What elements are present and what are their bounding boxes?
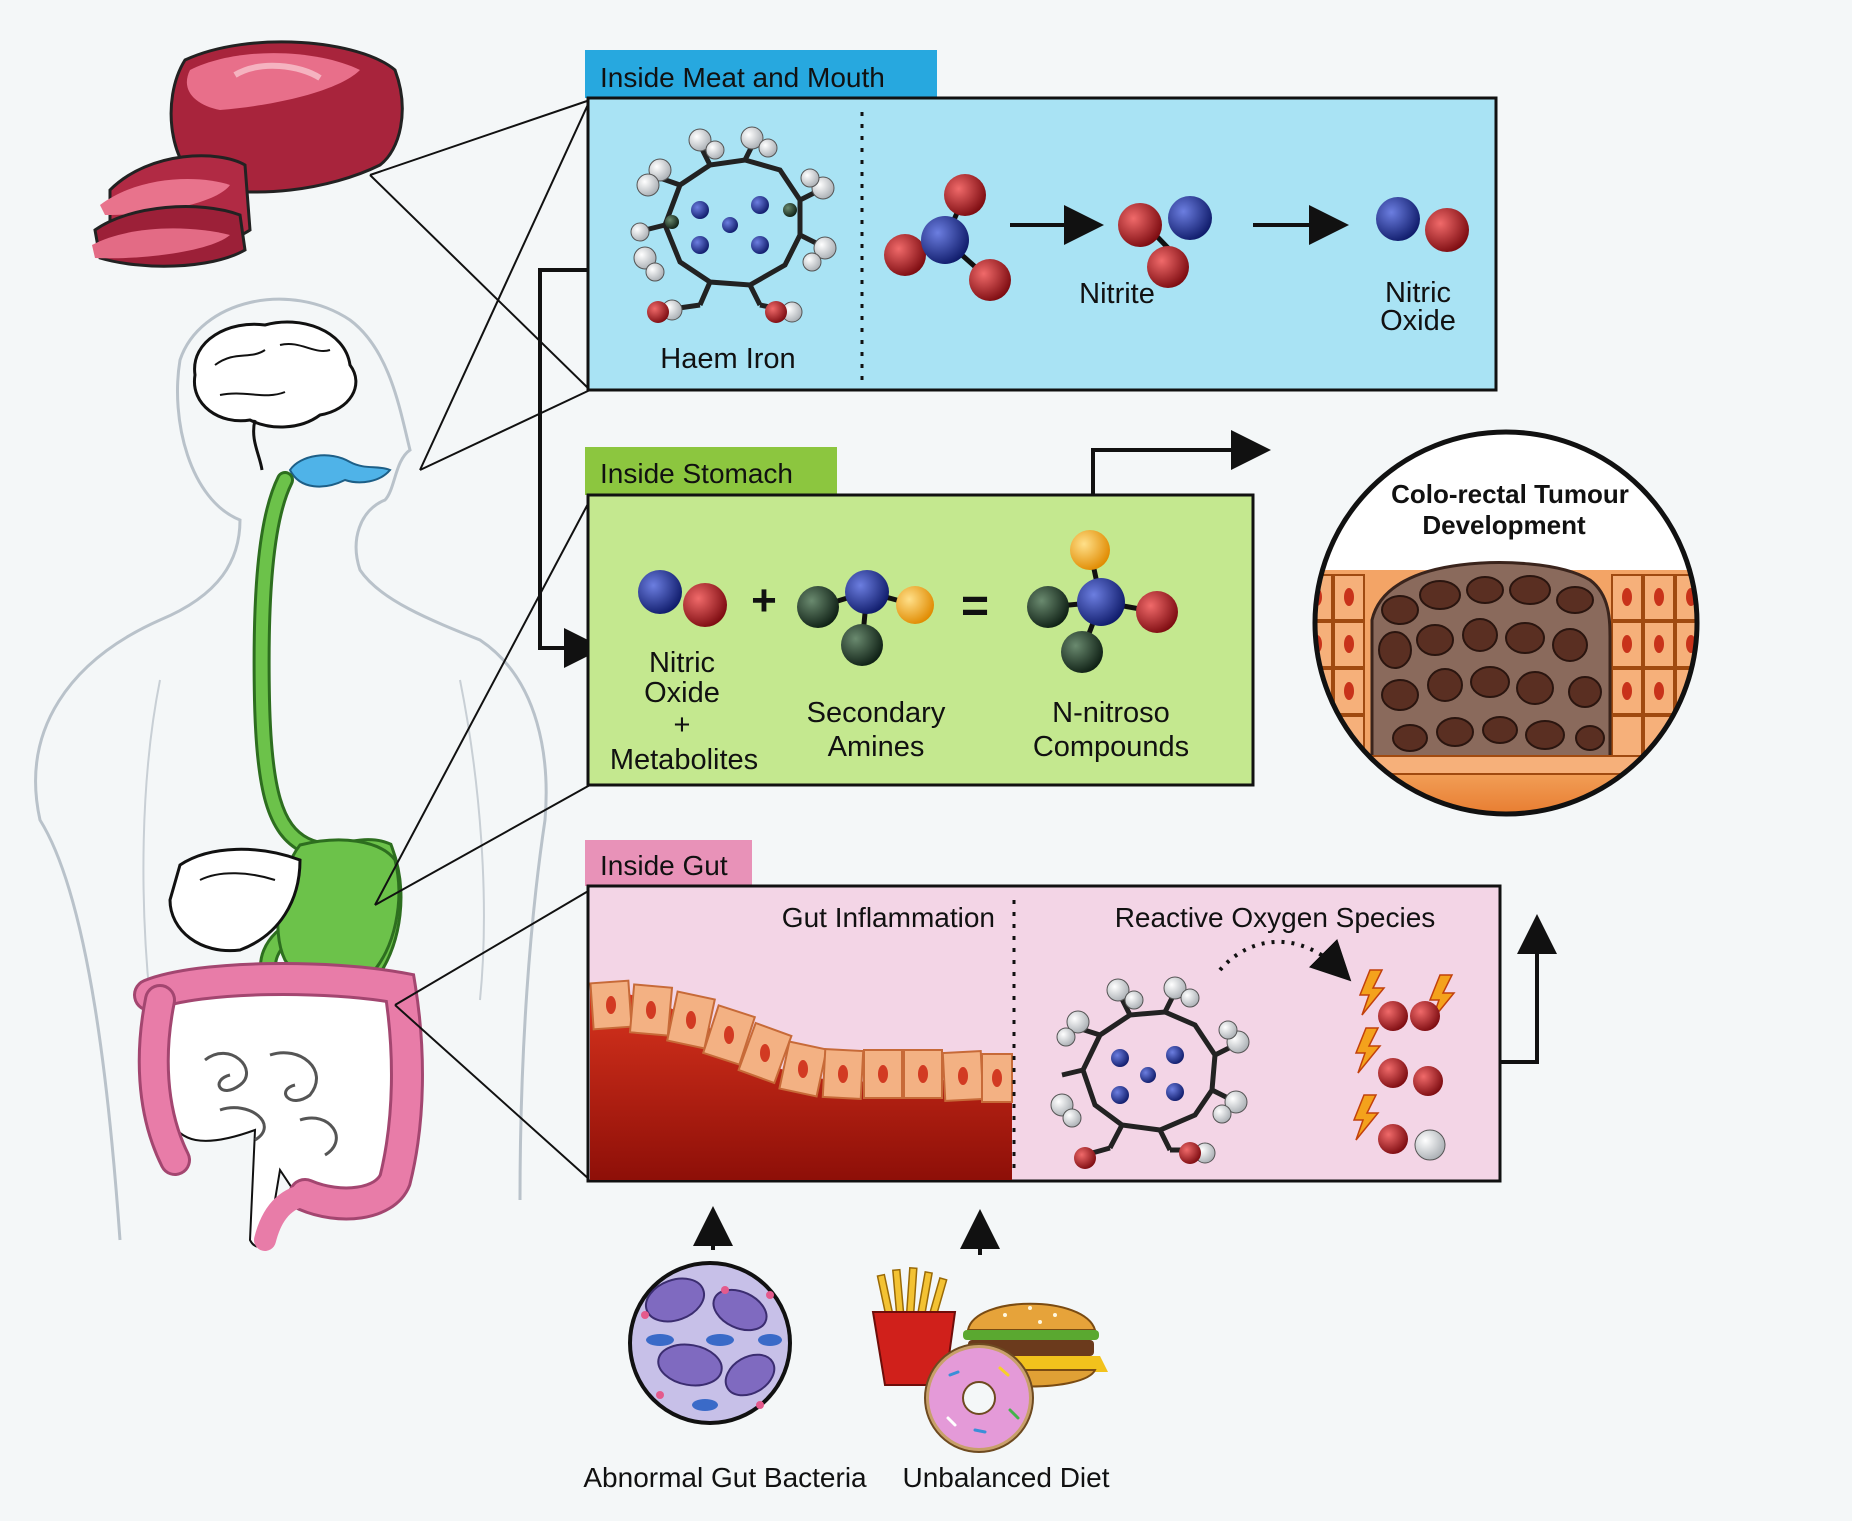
reactant2-line1: Secondary [807, 697, 946, 729]
panel-meat-tab [585, 50, 937, 98]
junk-food-icon [871, 1267, 1108, 1453]
reactant1-line3: + [674, 709, 691, 741]
gut-bacteria-icon [628, 1261, 792, 1425]
arrow-gut-to-tumour [1500, 914, 1557, 1064]
nitrite-label: Nitrite [1079, 278, 1155, 310]
panel-stomach-title: Inside Stomach [600, 458, 793, 489]
tumour-title-line2: Development [1422, 510, 1586, 540]
callout-lines [369, 99, 591, 1181]
haem-iron-molecule [630, 126, 837, 323]
secondary-amine-molecule [797, 570, 934, 666]
raw-meat-illustration [92, 40, 404, 268]
stomach-nitric-oxide-molecule [638, 570, 727, 627]
abnormal-gut-bacteria-label: Abnormal Gut Bacteria [583, 1462, 867, 1493]
nitric-oxide-label-line2: Oxide [1380, 305, 1456, 337]
product-line2: Compounds [1033, 731, 1189, 763]
panel-gut-title: Inside Gut [600, 850, 728, 881]
brain-icon [193, 320, 358, 471]
haem-iron-label: Haem Iron [660, 343, 795, 375]
nitric-oxide-label-line1: Nitric [1385, 277, 1451, 309]
reactive-oxygen-species-label: Reactive Oxygen Species [1115, 902, 1436, 933]
panel-gut-tab [585, 840, 752, 886]
nitrite-molecule [1118, 196, 1212, 288]
reactant1-line1: Nitric [649, 647, 715, 679]
reactant2-line2: Amines [828, 731, 925, 763]
panel-meat-title: Inside Meat and Mouth [600, 62, 885, 93]
arrow-meat-to-stomach [538, 268, 604, 668]
panel-meat-mouth: Inside Meat and Mouth [585, 50, 1498, 392]
product-line1: N-nitroso [1052, 697, 1170, 729]
gut-haem-molecule [1050, 976, 1250, 1169]
digestive-tract [168, 454, 403, 1008]
gut-epithelium-cells [589, 979, 1013, 1103]
unbalanced-diet-label: Unbalanced Diet [902, 1462, 1109, 1493]
nitrate-molecule [884, 174, 1011, 301]
tumour-title-line1: Colo-rectal Tumour [1391, 479, 1629, 509]
reactant1-line2: Oxide [644, 677, 720, 709]
panel-stomach-tab [585, 447, 837, 495]
n-nitroso-molecule [1027, 530, 1178, 673]
colon-illustration [133, 961, 424, 1251]
plus-sign: + [751, 576, 777, 625]
human-body-outline [34, 297, 548, 1241]
arrow-stomach-to-tumour [1091, 430, 1271, 495]
equals-sign: = [961, 580, 989, 633]
nitric-oxide-molecule [1376, 197, 1469, 252]
panel-stomach: Inside Stomach + = Nitric Oxide + Metabo… [585, 447, 1255, 787]
panel-gut: Inside Gut Gut Inflammation Reactive Oxy… [585, 840, 1502, 1183]
gut-inflammation-label: Gut Inflammation [782, 902, 995, 933]
ros-molecules [1378, 1001, 1446, 1161]
reactant1-line4: Metabolites [610, 744, 758, 776]
